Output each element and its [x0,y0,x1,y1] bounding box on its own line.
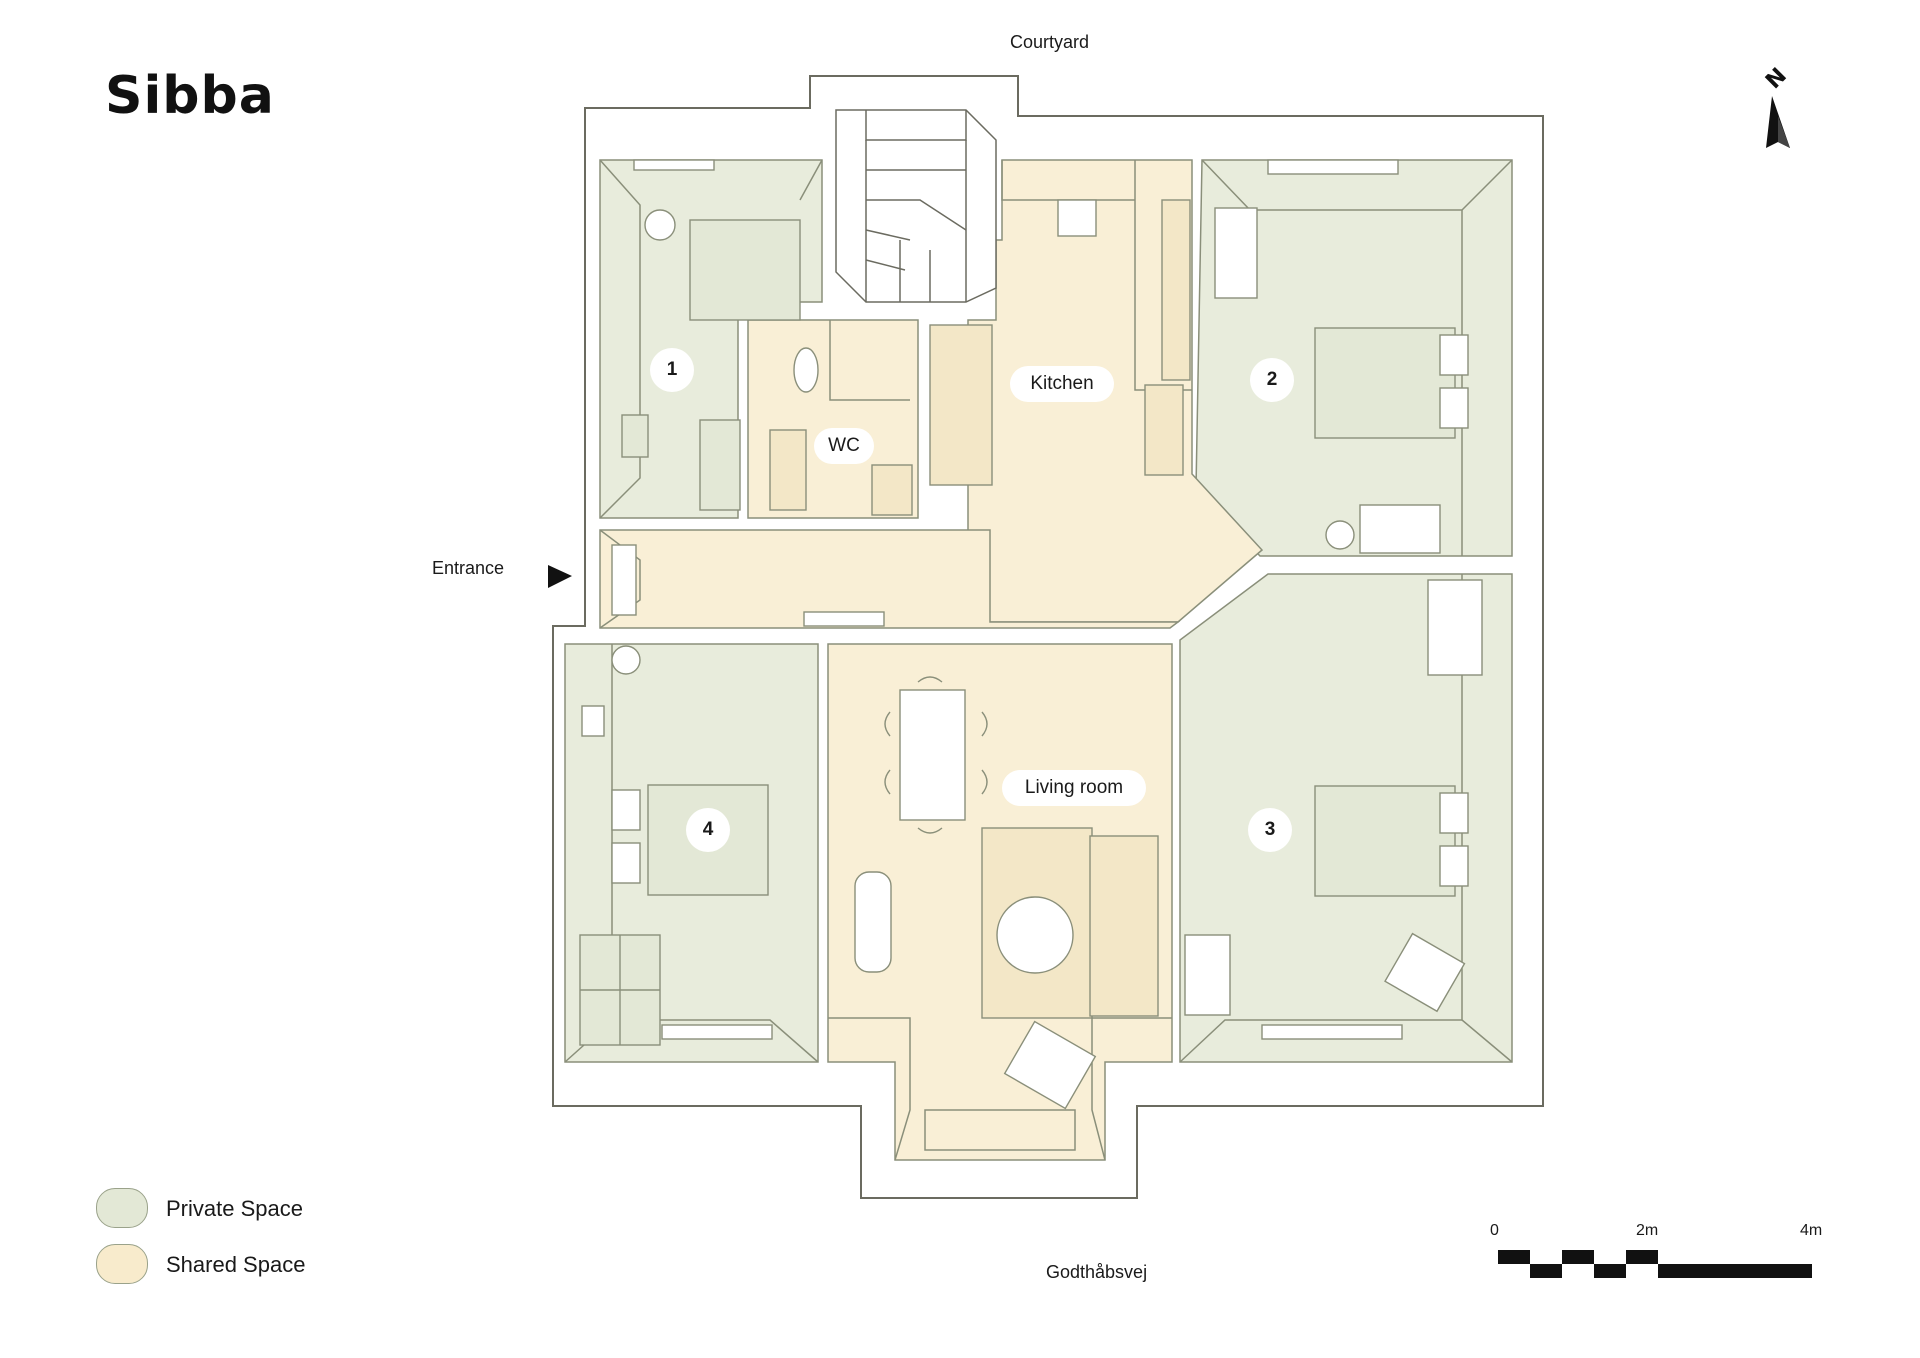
entrance-label: Entrance [432,558,505,578]
legend-private-label: Private Space [166,1196,303,1221]
street-label-bottom: Godthåbsvej [1046,1262,1148,1282]
street-label-top: Courtyard [1010,32,1090,52]
stairwell [835,109,997,303]
scale-bar [1498,1250,1812,1278]
scale-label-0: 0 [1490,1222,1499,1239]
svg-text:N: N [1761,63,1792,94]
room-4-label: 4 [686,808,730,852]
entrance-arrow-icon [548,565,572,588]
room-1-label: 1 [650,348,694,392]
room-3-label: 3 [1248,808,1292,852]
wc-label: WC [814,428,874,464]
scale-label-2m: 2m [1636,1222,1659,1239]
kitchen-label: Kitchen [1010,366,1114,402]
legend-shared-label: Shared Space [166,1252,306,1277]
scale-label-4m: 4m [1800,1222,1823,1239]
room-2-label: 2 [1250,358,1294,402]
page-title: Sibba [105,66,275,126]
living-room-label: Living room [1002,770,1146,806]
north-arrow-icon: N [1761,63,1792,148]
legend-private-swatch [96,1188,148,1228]
furniture [579,159,1483,1110]
legend-shared-swatch [96,1244,148,1284]
